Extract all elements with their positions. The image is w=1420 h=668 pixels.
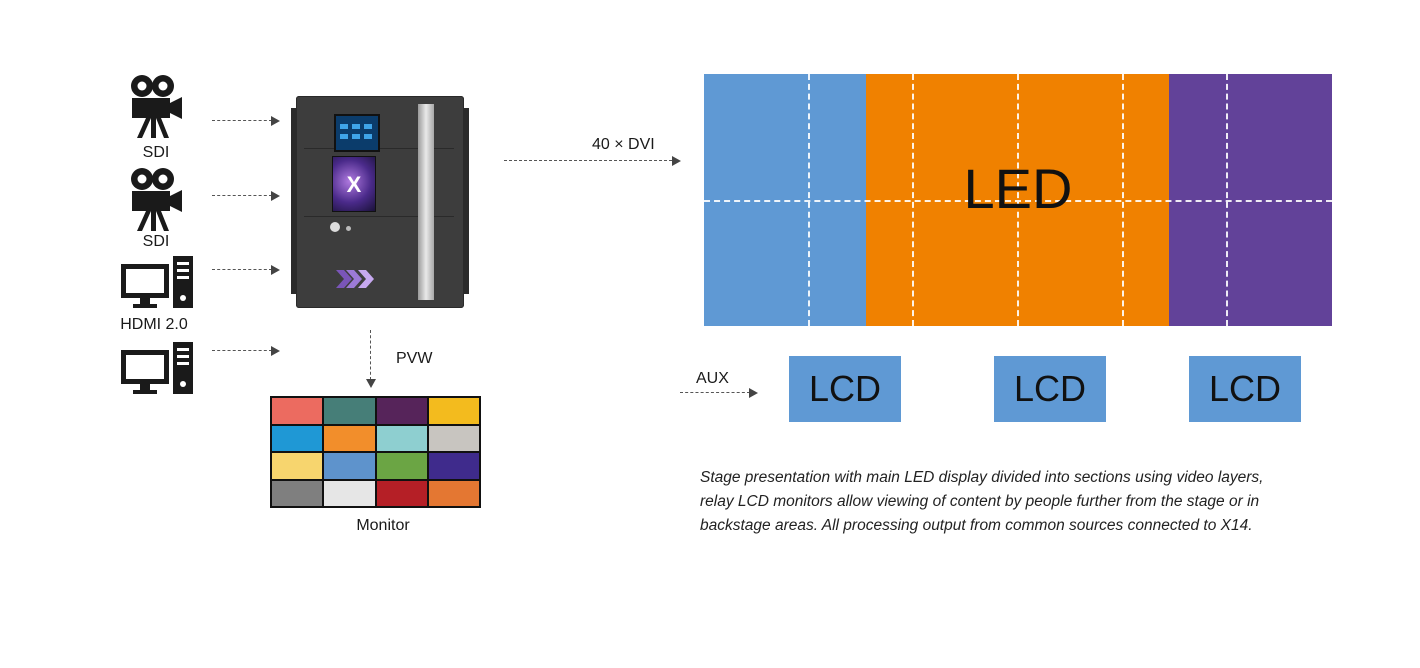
- source-label: SDI: [142, 144, 170, 161]
- computer-icon: [121, 342, 193, 394]
- monitor-tile: [376, 480, 427, 506]
- input-arrow: [212, 116, 280, 126]
- monitor-tile: [428, 453, 479, 479]
- monitor-tile: [428, 425, 479, 451]
- monitor-tile: [428, 480, 479, 506]
- power-knob: [330, 222, 340, 232]
- monitor-tile: [376, 425, 427, 451]
- source-label: SDI: [142, 233, 170, 250]
- monitor-label: Monitor: [356, 517, 410, 534]
- monitor-tile: [272, 453, 323, 479]
- output-label: 40 × DVI: [592, 136, 655, 153]
- preview-arrow: [366, 330, 376, 388]
- monitor-multiview: [270, 396, 481, 508]
- caption-line: relay LCD monitors allow viewing of cont…: [700, 493, 1260, 510]
- monitor-tile: [376, 453, 427, 479]
- caption-line: Stage presentation with main LED display…: [700, 469, 1264, 486]
- aux-label: AUX: [696, 370, 729, 387]
- indicator-light: [346, 226, 351, 231]
- video-processor: X: [291, 96, 469, 308]
- processor-logo-icon: [336, 270, 374, 288]
- monitor-tile: [428, 398, 479, 424]
- monitor-tile: [376, 398, 427, 424]
- video-camera-icon: [131, 168, 182, 231]
- preview-label: PVW: [396, 350, 433, 367]
- computer-icon: [121, 256, 193, 308]
- aux-arrow: [680, 388, 758, 398]
- input-arrow: [212, 191, 280, 201]
- caption-line: backstage areas. All processing output f…: [700, 517, 1253, 534]
- monitor-tile: [272, 480, 323, 506]
- lcd-monitor: LCD: [994, 356, 1106, 422]
- monitor-tile: [324, 480, 375, 506]
- monitor-tile: [324, 425, 375, 451]
- source-label: HDMI 2.0: [120, 316, 188, 333]
- lcd-monitor: LCD: [789, 356, 901, 422]
- led-label: LED: [963, 157, 1073, 220]
- monitor-tile: [272, 398, 323, 424]
- monitor-tile: [324, 453, 375, 479]
- lcd-monitor: LCD: [1189, 356, 1301, 422]
- caption: Stage presentation with main LED display…: [700, 466, 1340, 538]
- output-arrow: [504, 156, 681, 166]
- monitor-tile: [272, 425, 323, 451]
- led-wall: LED: [704, 74, 1332, 326]
- touchscreen-panel: [334, 114, 380, 152]
- video-camera-icon: [131, 75, 182, 138]
- monitor-tile: [324, 398, 375, 424]
- processor-brand-screen: X: [332, 156, 376, 212]
- input-arrow: [212, 346, 280, 356]
- input-arrow: [212, 265, 280, 275]
